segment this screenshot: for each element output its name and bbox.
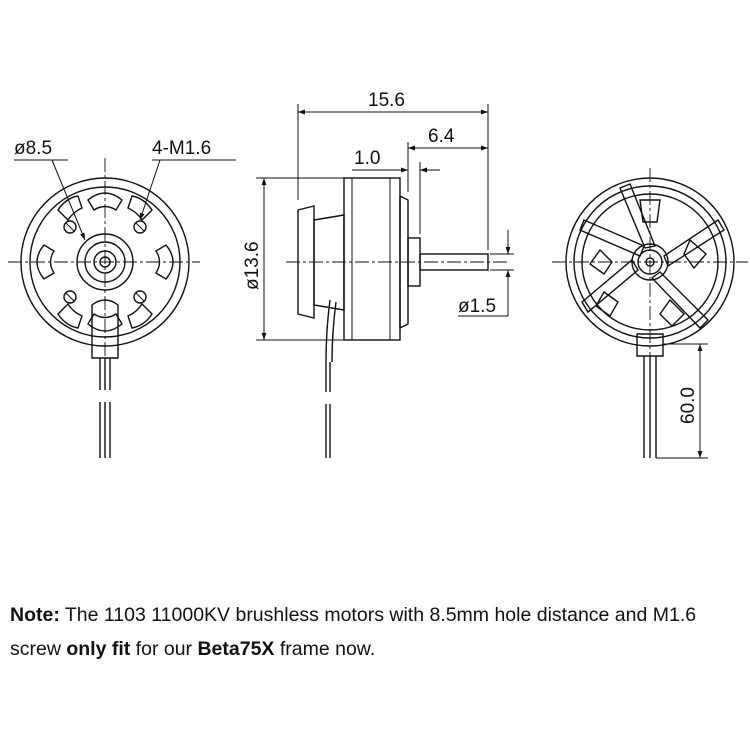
- wire-lead-rear: [636, 333, 664, 458]
- flange-thickness-label: 1.0: [354, 148, 380, 169]
- shaft-diameter-label: ø1.5: [458, 296, 496, 317]
- note-text-1: The 1103 11000KV brushless motors with 8…: [10, 604, 697, 660]
- rear-spokes: [579, 183, 725, 330]
- wire-length-label: 60.0: [678, 387, 699, 424]
- compatibility-note: Note: The 1103 11000KV brushless motors …: [10, 598, 740, 666]
- hole-diameter-label: ø8.5: [14, 138, 52, 159]
- body-diameter-label: ø13.6: [242, 241, 263, 290]
- note-bold-only-fit: only fit: [66, 638, 131, 660]
- note-label: Note:: [10, 604, 60, 626]
- mount-slots: [36, 192, 174, 332]
- wire-lead-front: [91, 299, 119, 458]
- note-text-3: frame now.: [274, 638, 376, 660]
- coil-windows: [589, 199, 707, 327]
- screw-holes: [63, 220, 147, 304]
- shaft-length-label: 6.4: [428, 126, 455, 147]
- front-view: ø8.5 4-M1.6: [8, 138, 236, 458]
- rear-view: 60.0: [552, 168, 748, 459]
- note-bold-frame: Beta75X: [197, 638, 275, 660]
- side-view: 15.6 6.4 1.0 ø13.6 ø1.5: [242, 90, 514, 458]
- screw-spec-label: 4-M1.6: [152, 138, 211, 159]
- note-text-2: for our: [130, 638, 198, 660]
- total-length-label: 15.6: [368, 90, 405, 111]
